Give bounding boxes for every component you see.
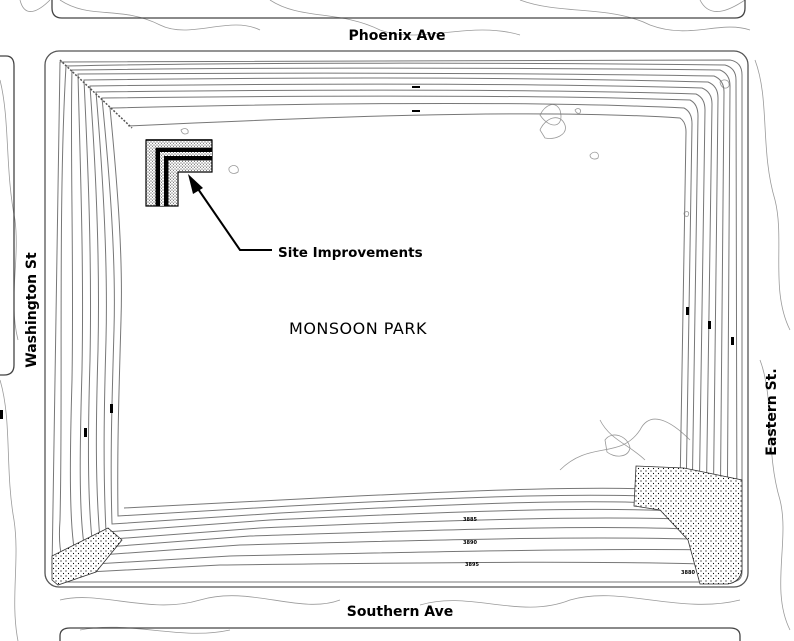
park-name: MONSOON PARK <box>289 319 427 338</box>
topography-blobs <box>180 79 730 457</box>
contour-label-3890: 3890 <box>463 540 477 546</box>
arrowhead-icon <box>188 174 203 194</box>
contour-label-3880: 3880 <box>681 570 695 576</box>
site-improvements-feature <box>145 139 213 207</box>
street-label-north: Phoenix Ave <box>349 28 446 44</box>
street-label-west: Washington St <box>24 252 40 368</box>
contour-label-3895: 3895 <box>465 562 479 568</box>
stippled-areas <box>51 465 743 586</box>
contour-label-3885: 3885 <box>463 517 477 523</box>
callout-label: Site Improvements <box>278 245 423 261</box>
small-marks <box>0 86 734 437</box>
nw-corner-line <box>59 59 133 129</box>
contour-elevation-labels: 3885 3890 3895 3880 <box>463 517 695 576</box>
street-label-south: Southern Ave <box>347 604 454 620</box>
street-label-east: Eastern St. <box>764 368 780 455</box>
callout-leader <box>188 174 272 251</box>
